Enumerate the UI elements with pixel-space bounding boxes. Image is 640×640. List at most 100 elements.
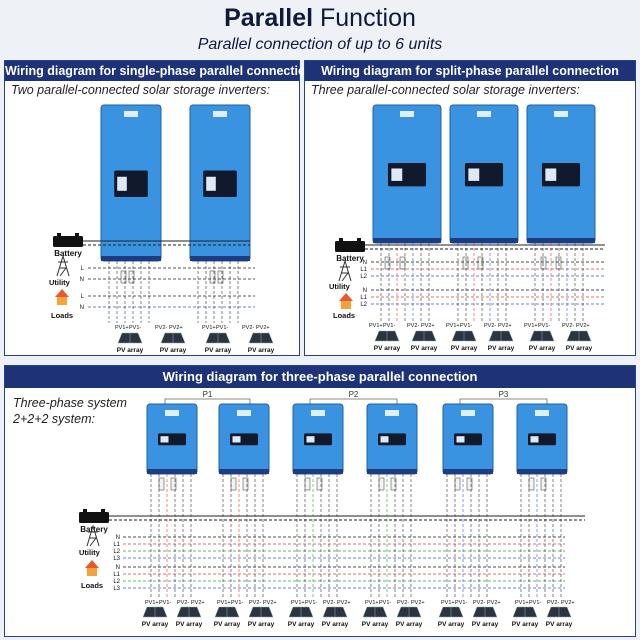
house-roof-icon (55, 289, 69, 297)
utility-tower-icon (56, 254, 70, 277)
inverter-base (527, 238, 595, 243)
display-readout (380, 436, 389, 443)
battery-icon (53, 236, 83, 247)
pv-terminal-label: PV2+ (263, 600, 277, 606)
pv-terminal-label: PV1- (231, 600, 243, 606)
pv-array-label: PV array (529, 345, 556, 352)
bus-line-label: N (116, 535, 120, 541)
breaker-icon (462, 256, 469, 270)
pv-terminal-label: PV1- (305, 600, 317, 606)
brand-logo-icon (213, 111, 227, 117)
pv-terminal-label: PV2+ (561, 600, 575, 606)
pv-array-label: PV array (374, 345, 401, 352)
pv-array-label: PV array (117, 347, 144, 354)
inverter-base (373, 238, 441, 243)
pv-array-label: PV array (546, 621, 573, 628)
breaker-icon (466, 477, 473, 491)
pv-terminal-label: PV2+ (421, 323, 435, 329)
bus-line-label: N (363, 288, 367, 294)
inverter-base (450, 238, 518, 243)
pv-terminal-label: PV2- (177, 600, 189, 606)
pv-array-label: PV array (488, 345, 515, 352)
bus-line-label: L2 (360, 274, 367, 280)
brand-logo-icon (124, 111, 138, 117)
bus-line-label: L2 (113, 579, 120, 585)
display-readout (160, 436, 169, 443)
breaker-icon (217, 270, 224, 284)
pv-array-label: PV array (176, 621, 203, 628)
utility-tower-icon (338, 259, 352, 282)
brand-logo-icon (554, 111, 568, 117)
pv-terminal-label: PV1+ (441, 600, 455, 606)
breaker-icon (454, 477, 461, 491)
pv-terminal-label: PV1+ (446, 323, 460, 329)
pv-array-label: PV array (438, 621, 465, 628)
pv-terminal-label: PV2+ (191, 600, 205, 606)
utility-label: Utility (329, 282, 351, 291)
battery-terminal-icon (357, 238, 361, 241)
page-subtitle: Parallel connection of up to 6 units (197, 36, 443, 53)
breaker-icon (304, 477, 311, 491)
bus-line-label: L1 (113, 572, 120, 578)
phase-group-bracket (164, 398, 251, 404)
house-roof-icon (85, 560, 99, 568)
pv-terminal-label: PV2- (407, 323, 419, 329)
pv-terminal-label: PV2- (397, 600, 409, 606)
pv-terminal-label: PV1+ (365, 600, 379, 606)
bus-line-label: N (80, 277, 84, 283)
phase-group-label: P1 (203, 390, 213, 399)
breaker-icon (477, 256, 484, 270)
three-phase-heading: Wiring diagram for three-phase parallel … (5, 366, 635, 388)
pv-terminal-label: PV2- (249, 600, 261, 606)
brand-logo-icon (477, 111, 491, 117)
pv-terminal-label: PV2+ (498, 323, 512, 329)
pv-array-label: PV array (205, 347, 232, 354)
single-phase-wiring-diagram: BatteryUtilityLNLoadsLNPV1+PV1-PV2-PV2+P… (49, 104, 275, 354)
display-readout (232, 436, 241, 443)
pv-array-label: PV array (214, 621, 241, 628)
breaker-icon (316, 477, 323, 491)
battery-terminal-icon (57, 233, 61, 236)
utility-label: Utility (79, 548, 101, 557)
inverter-base (101, 256, 161, 261)
pv-array-label: PV array (411, 345, 438, 352)
title-rest: Function (313, 4, 416, 32)
pv-terminal-label: PV1+ (524, 323, 538, 329)
breaker-icon (540, 256, 547, 270)
pv-terminal-label: PV1+ (515, 600, 529, 606)
breaker-icon (170, 477, 177, 491)
brand-logo-icon (311, 410, 325, 416)
loads-label: Loads (333, 311, 355, 320)
breaker-icon (390, 477, 397, 491)
pv-terminal-label: PV1+ (291, 600, 305, 606)
phase-group-label: P3 (499, 390, 509, 399)
display-readout (545, 168, 557, 181)
pv-terminal-label: PV1+ (217, 600, 231, 606)
utility-label: Utility (49, 278, 71, 287)
house-icon (87, 568, 97, 576)
phase-group-bracket (309, 398, 398, 404)
battery-icon (79, 512, 109, 523)
pv-terminal-label: PV2+ (411, 600, 425, 606)
phase-group-bracket (459, 398, 548, 404)
bus-line-label: L1 (360, 295, 367, 301)
pv-terminal-label: PV2- (547, 600, 559, 606)
display-readout (117, 176, 127, 191)
brand-logo-icon (400, 111, 414, 117)
pv-terminal-label: PV1- (129, 325, 141, 331)
pv-terminal-label: PV2+ (576, 323, 590, 329)
pv-terminal-label: PV2+ (169, 325, 183, 331)
bus-line-label: L (81, 294, 85, 300)
pv-terminal-label: PV1- (538, 323, 550, 329)
pv-terminal-label: PV1- (529, 600, 541, 606)
pv-terminal-label: PV2+ (337, 600, 351, 606)
pv-array-label: PV array (160, 347, 187, 354)
phase-group-label: P2 (349, 390, 359, 399)
pv-terminal-label: PV1- (159, 600, 171, 606)
inverter-base (293, 469, 343, 474)
inverter-base (190, 256, 250, 261)
breaker-icon (128, 270, 135, 284)
pv-array-label: PV array (566, 345, 593, 352)
pv-terminal-label: PV2+ (487, 600, 501, 606)
